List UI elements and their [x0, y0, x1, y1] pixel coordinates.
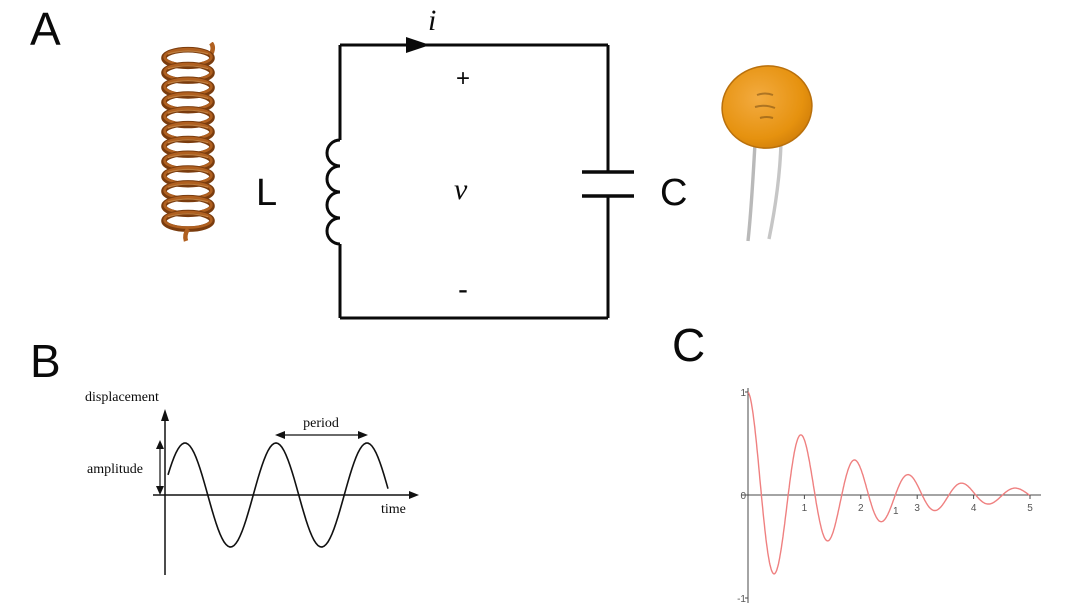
time-label: time — [381, 502, 406, 517]
panel-a-label: A — [30, 3, 61, 55]
circuit-wires — [338, 43, 610, 320]
capacitor-symbol — [582, 170, 634, 198]
coil-turn-glint — [167, 168, 209, 173]
x-tick-label: 2 — [858, 503, 864, 514]
coil-turn-glint — [167, 109, 209, 114]
coil-turn-glint — [167, 65, 209, 70]
current-label: i — [428, 4, 436, 37]
capacitor-label: C — [660, 172, 687, 214]
y-tick-label: -1 — [737, 594, 746, 605]
coil-turn-glint — [167, 183, 209, 188]
panel-b-label: B — [30, 335, 61, 387]
capacitor-marking — [754, 92, 776, 119]
y-axis-arrow — [161, 409, 169, 421]
period-arrowhead-left — [275, 431, 285, 439]
x-tick-label: 3 — [914, 503, 920, 514]
amplitude-label: amplitude — [87, 462, 143, 477]
coil-turn-glint — [167, 80, 209, 85]
x-tick-label: 5 — [1027, 503, 1033, 514]
capacitor-photo — [721, 65, 813, 242]
coil-turn-glint — [167, 198, 209, 203]
inductor-symbol — [325, 138, 341, 246]
amplitude-arrowhead-bottom — [156, 486, 164, 495]
sine-curve — [167, 442, 389, 548]
current-arrow — [406, 37, 430, 53]
x-tick-label: 1 — [802, 503, 808, 514]
capacitor-lead-right — [767, 142, 783, 240]
damped-oscillation-plot: 1 2 3 4 5 1 0 -1 1 — [737, 388, 1041, 605]
y-tick-label: 0 — [740, 491, 746, 502]
inductor-photo — [161, 42, 215, 242]
coil-turn-glint — [167, 154, 209, 159]
x-tick-label: 4 — [971, 503, 977, 514]
damped-curve — [747, 391, 1031, 575]
coil-turn-glint — [167, 139, 209, 144]
capacitor-lead-left — [746, 142, 757, 242]
coil-turn-glint — [167, 94, 209, 99]
period-label: period — [303, 416, 339, 431]
coil-turn-highlight — [163, 210, 213, 229]
panel-c-label: C — [672, 319, 706, 371]
displacement-label: displacement — [85, 390, 159, 405]
lc-circuit-diagram: i + v - L C — [256, 4, 687, 320]
extra-label: 1 — [893, 506, 899, 517]
coil-turn-glint — [167, 124, 209, 129]
voltage-label: v — [454, 173, 468, 206]
x-axis-arrow — [409, 491, 419, 499]
coil-lead-bottom — [183, 227, 190, 242]
inductor-label: L — [256, 172, 277, 214]
oscillation-diagram: displacement time amplitude period — [85, 390, 419, 575]
capacitor-disc — [721, 65, 813, 149]
y-tick-label: 1 — [740, 388, 746, 399]
period-arrowhead-right — [358, 431, 368, 439]
amplitude-arrowhead-top — [156, 440, 164, 449]
coil-turn-glint — [167, 50, 209, 55]
coil-turn-glint — [167, 213, 209, 218]
minus-sign: - — [458, 273, 468, 306]
plus-sign: + — [456, 65, 470, 92]
